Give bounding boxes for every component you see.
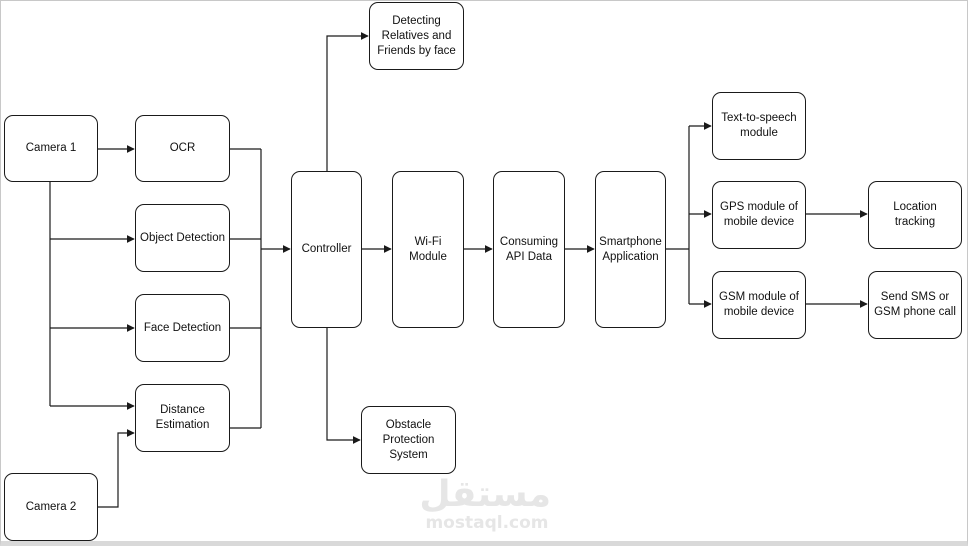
camera-1-node: Camera 1 (4, 115, 98, 182)
location-tracking-node: Location tracking (868, 181, 962, 249)
smartphone-label: Smartphone Application (599, 235, 662, 263)
obstacle-label: Obstacle Protection System (382, 418, 435, 461)
face-detection-label: Face Detection (143, 321, 222, 334)
gps-label: GPS module of mobile device (720, 201, 798, 228)
controller-label: Controller (301, 243, 352, 255)
relatives-label: Detecting Relatives and Friends by face (377, 14, 456, 57)
camera-2-label: Camera 2 (25, 500, 77, 513)
gps-node: GPS module of mobile device (712, 181, 806, 249)
wifi-module-label: Wi-Fi Module (409, 235, 447, 263)
distance-estimation-node: Distance Estimation (135, 384, 230, 452)
location-tracking-label: Location tracking (893, 201, 937, 228)
ocr-node: OCR (135, 115, 230, 182)
controller-node: Controller (291, 171, 362, 328)
api-label: Consuming API Data (499, 235, 559, 263)
obstacle-node: Obstacle Protection System (361, 406, 456, 474)
watermark-latin-text: mostaql.com (425, 513, 549, 533)
wifi-module-node: Wi-Fi Module (392, 171, 464, 328)
ocr-label: OCR (169, 142, 196, 154)
send-sms-label: Send SMS or GSM phone call (874, 291, 956, 318)
camera-1-label: Camera 1 (25, 142, 77, 154)
camera-2-node: Camera 2 (4, 473, 98, 541)
relatives-node: Detecting Relatives and Friends by face (369, 2, 464, 70)
smartphone-node: Smartphone Application (595, 171, 666, 328)
tts-label: Text-to-speech module (721, 112, 797, 139)
send-sms-node: Send SMS or GSM phone call (868, 271, 962, 339)
edge-controller-relatives (326, 32, 369, 171)
edge-camera2-distance-estimation (97, 429, 135, 508)
api-node: Consuming API Data (493, 171, 565, 328)
face-detection-node: Face Detection (135, 294, 230, 362)
edge-controller-obstacle (326, 328, 361, 444)
watermark-arabic-text: مستقل (419, 474, 551, 515)
gsm-node: GSM module of mobile device (712, 271, 806, 339)
object-detection-label: Object Detection (140, 231, 226, 244)
mostaql-watermark: مستقل mostaql.com (419, 474, 551, 533)
gsm-label: GSM module of mobile device (719, 291, 799, 318)
tts-node: Text-to-speech module (712, 92, 806, 160)
distance-estimation-label: Distance Estimation (155, 404, 210, 431)
object-detection-node: Object Detection (135, 204, 230, 272)
